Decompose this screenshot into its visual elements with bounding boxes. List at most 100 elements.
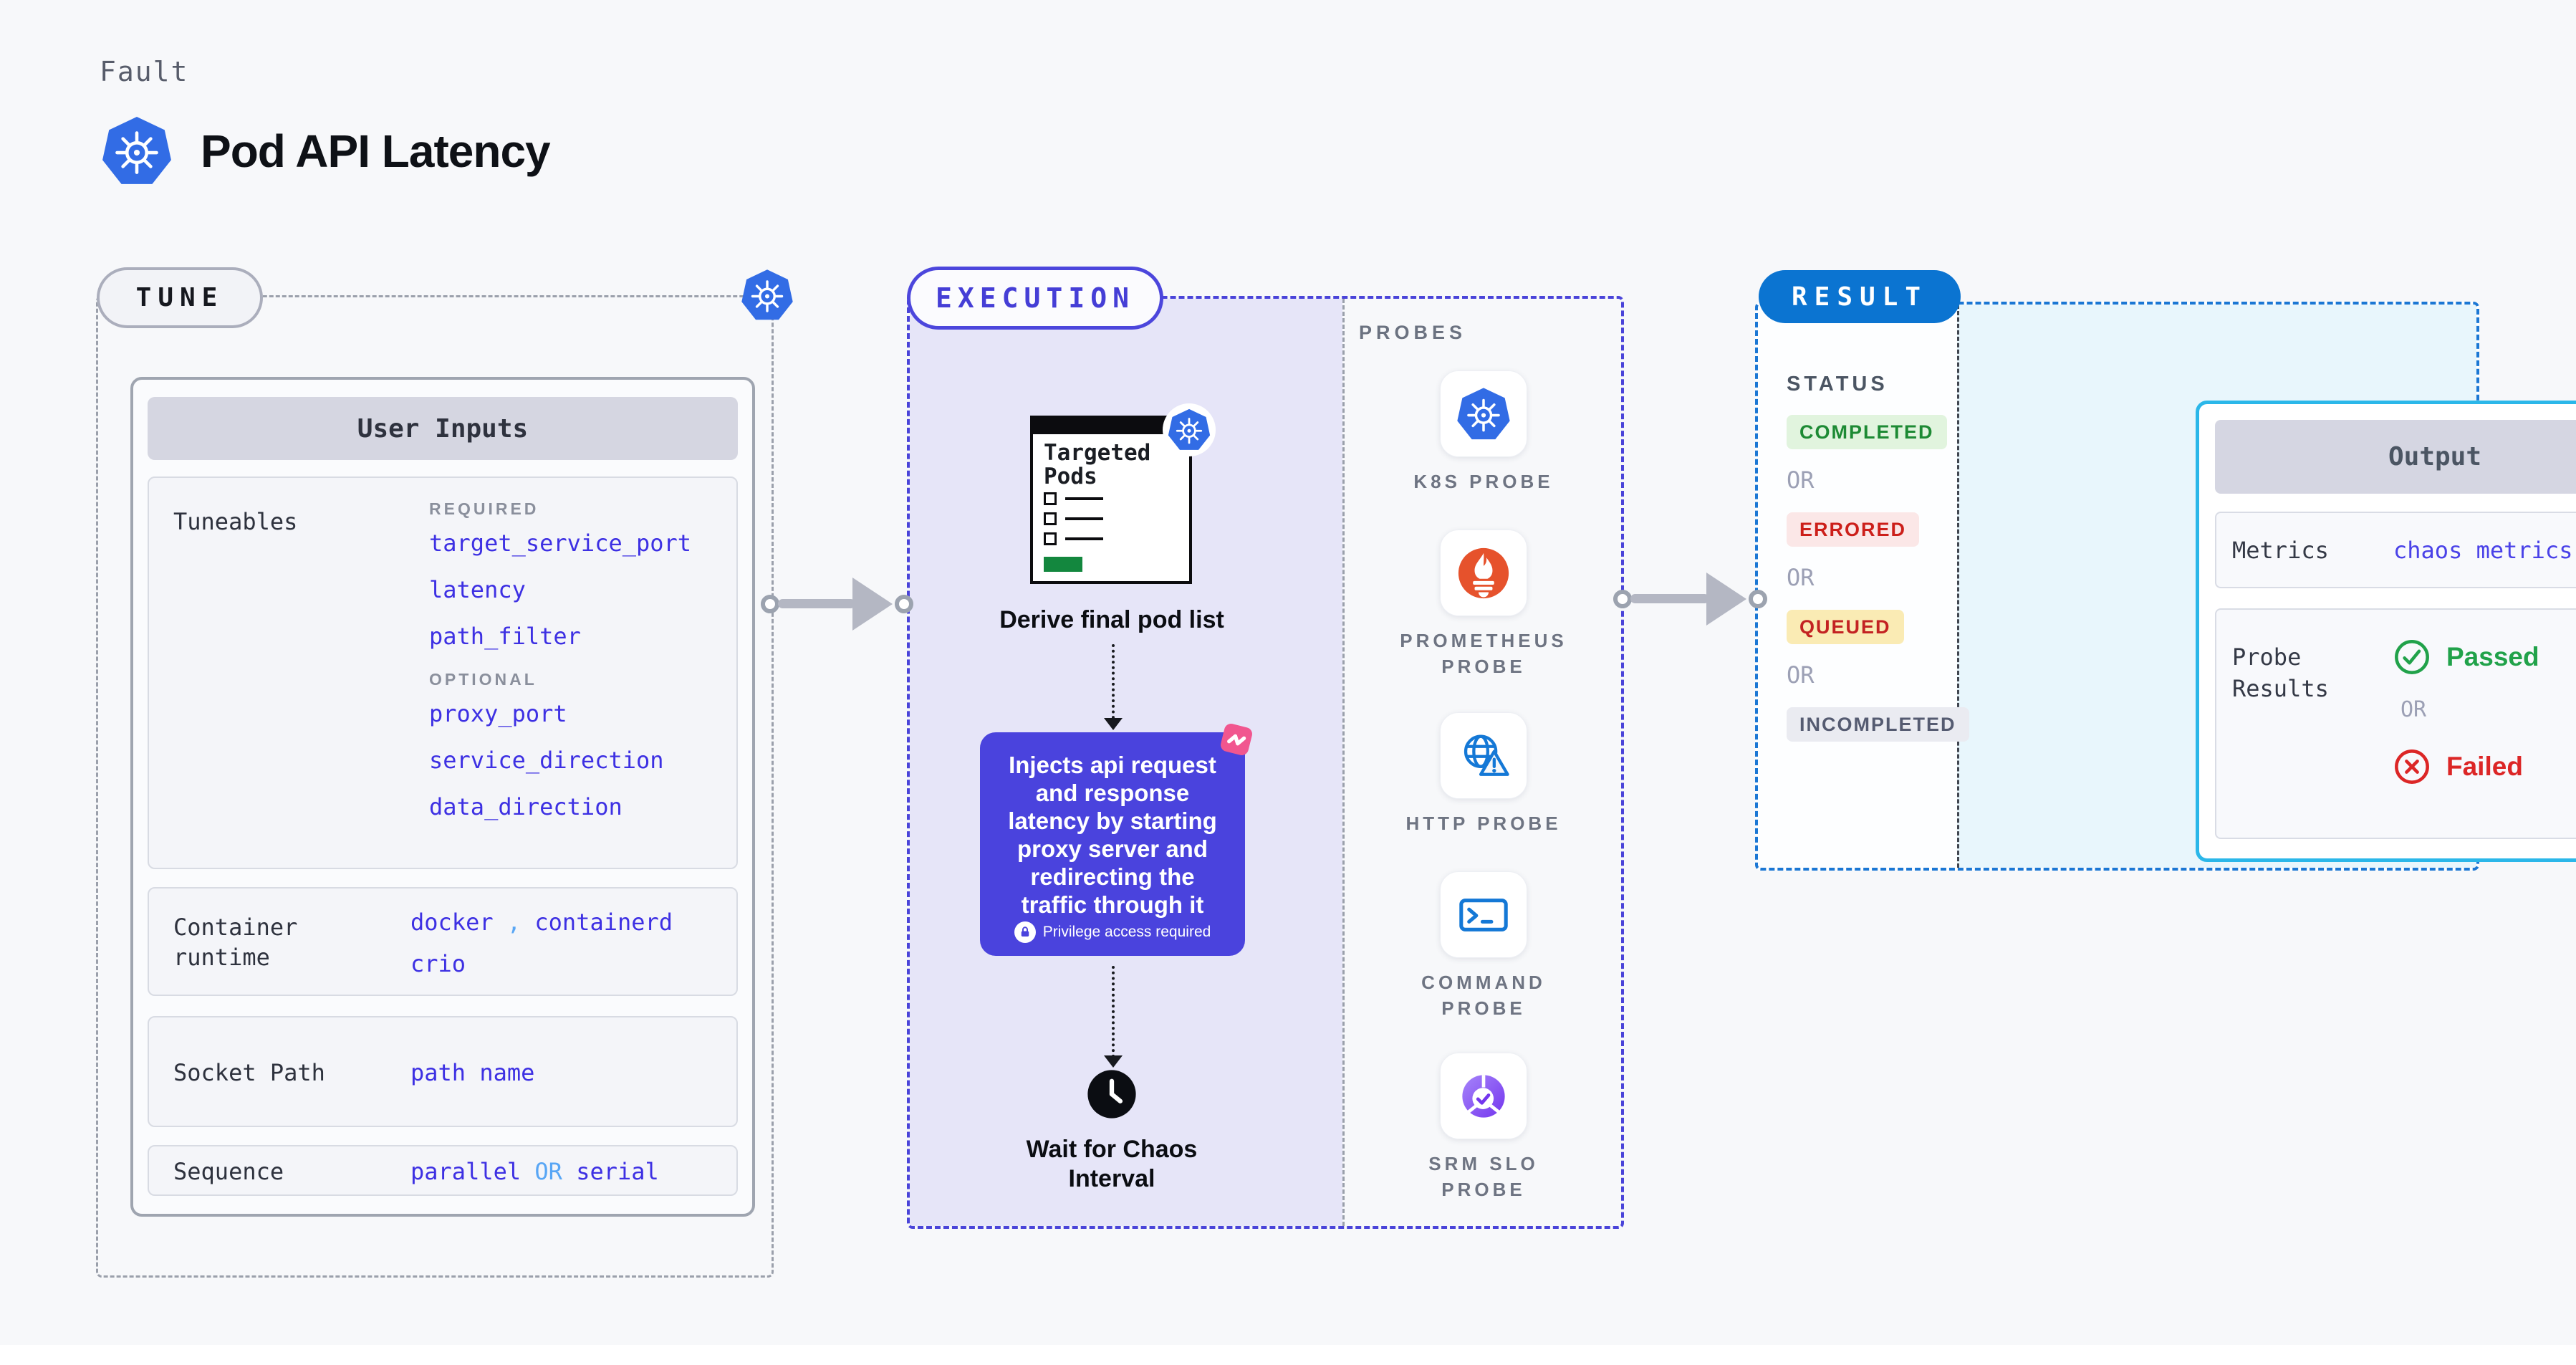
inject-description-text: Injects api request and response latency… — [1008, 752, 1217, 918]
probe-label: COMMAND PROBE — [1421, 972, 1546, 1019]
probe-card — [1440, 370, 1527, 457]
tuneables-label: Tuneables — [173, 508, 298, 535]
metrics-label: Metrics — [2232, 536, 2329, 564]
flow-arrowhead — [1104, 1055, 1123, 1068]
metrics-value: chaos metrics — [2393, 536, 2573, 564]
required-label: REQUIRED — [429, 499, 539, 518]
targeted-pods-title-line2: Pods — [1044, 464, 1097, 489]
probe-results-label: Probe Results — [2232, 643, 2329, 702]
execution-section-badge: EXECUTION — [907, 267, 1163, 330]
list-line — [1065, 497, 1103, 500]
user-inputs-panel: User Inputs Tuneables REQUIRED target_se… — [130, 377, 755, 1217]
probe-card — [1440, 1053, 1527, 1139]
inject-description-card: Injects api request and response latency… — [980, 732, 1245, 956]
tune-to-execution-arrow — [761, 578, 914, 656]
kubernetes-badge — [1163, 403, 1216, 456]
probe-results-row: Probe Results Passed OR Failed — [2215, 608, 2576, 839]
sequence-value: serial — [576, 1158, 659, 1185]
x-circle-icon — [2393, 748, 2431, 785]
or-label: OR — [2400, 697, 2427, 722]
litmus-chaos-icon — [1218, 721, 1255, 758]
tune-section: User Inputs Tuneables REQUIRED target_se… — [96, 295, 774, 1278]
connector-dot — [1749, 590, 1767, 608]
probes-panel: PROBES K8S PROBE PROMETHEUS PROBE HTTP P… — [1342, 299, 1621, 1226]
sequence-value: parallel — [410, 1158, 522, 1185]
status-badge-incompleted: INCOMPLETED — [1787, 707, 1969, 742]
optional-label: OPTIONAL — [429, 670, 537, 689]
card-title-bar — [1033, 418, 1189, 434]
or-label: OR — [1787, 661, 1815, 689]
lock-icon — [1019, 926, 1032, 939]
bottom-margin — [0, 1345, 2576, 1365]
privilege-note-text: Privilege access required — [1042, 924, 1211, 940]
probes-title: PROBES — [1359, 322, 1467, 343]
result-section: Output Metrics chaos metrics Probe Resul… — [1755, 302, 2576, 871]
flow-connector — [1112, 966, 1115, 1058]
probe-item: SRM SLO PROBE — [1355, 1053, 1613, 1202]
list-line — [1065, 537, 1103, 540]
probe-card — [1440, 871, 1527, 958]
arrow-head — [852, 578, 893, 631]
status-badge-queued: QUEUED — [1787, 610, 1904, 644]
socket-path-value: path name — [410, 1059, 535, 1086]
metrics-row: Metrics chaos metrics — [2215, 512, 2576, 588]
result-section-badge: RESULT — [1759, 270, 1961, 323]
checkbox-icon — [1044, 532, 1057, 545]
pod-checklist — [1044, 489, 1103, 549]
probe-card — [1440, 530, 1527, 616]
terminal-icon — [1456, 887, 1512, 943]
privilege-note: Privilege access required — [980, 921, 1245, 943]
check-circle-icon — [2393, 638, 2431, 676]
prometheus-icon — [1456, 545, 1512, 601]
tuneable-value: latency — [429, 576, 526, 603]
tuneable-value: target_service_port — [429, 530, 692, 557]
tuneables-row: Tuneables REQUIRED target_service_port l… — [148, 476, 738, 869]
tuneables-values: REQUIRED target_service_port latency pat… — [429, 499, 691, 830]
status-badge-completed: COMPLETED — [1787, 415, 1947, 449]
probe-label: K8S PROBE — [1413, 471, 1554, 492]
connector-dot — [1613, 590, 1632, 608]
targeted-pods-title-line1: Targeted — [1044, 440, 1151, 466]
output-title: Output — [2215, 420, 2576, 494]
or-label: OR — [1787, 564, 1815, 591]
targeted-pods-card: Targeted Pods — [1030, 403, 1216, 584]
list-line — [1065, 517, 1103, 520]
probe-card — [1440, 712, 1527, 799]
sequence-or: OR — [534, 1158, 562, 1185]
runtime-value: crio — [410, 950, 466, 977]
probe-result-failed: Failed — [2393, 748, 2539, 785]
wait-label-line2: Interval — [1068, 1165, 1155, 1192]
arrow-line — [778, 599, 855, 608]
status-badge-errored: ERRORED — [1787, 512, 1920, 547]
container-runtime-values: docker , containerd crio — [410, 901, 673, 985]
probe-item: COMMAND PROBE — [1355, 871, 1613, 1021]
page-header: Pod API Latency — [100, 115, 551, 188]
derive-pod-list-label: Derive final pod list — [999, 606, 1224, 633]
probe-label: SRM SLO PROBE — [1428, 1153, 1539, 1200]
kubernetes-icon — [740, 268, 794, 322]
connector-dot — [761, 595, 779, 613]
probe-result-passed: Passed — [2393, 638, 2539, 676]
progress-bar — [1044, 557, 1082, 572]
tuneable-value: data_direction — [429, 793, 623, 820]
tuneable-value: path_filter — [429, 623, 581, 650]
tuneable-value: service_direction — [429, 747, 664, 774]
probe-label: PROMETHEUS PROBE — [1400, 630, 1567, 677]
status-title: STATUS — [1787, 373, 1888, 396]
user-inputs-title: User Inputs — [148, 397, 738, 460]
runtime-value: docker — [410, 909, 494, 936]
sequence-label: Sequence — [173, 1158, 284, 1185]
sequence-row: Sequence parallel OR serial — [148, 1145, 738, 1196]
status-column: STATUS COMPLETED OR ERRORED OR QUEUED OR… — [1787, 305, 1969, 742]
arrow-line — [1630, 594, 1709, 603]
execution-to-result-arrow — [1613, 573, 1768, 651]
failed-label: Failed — [2446, 752, 2523, 781]
result-output-area: Output Metrics chaos metrics Probe Resul… — [1957, 305, 2576, 868]
runtime-value: containerd — [534, 909, 673, 936]
http-globe-warning-icon — [1456, 728, 1512, 784]
container-runtime-label: Container runtime — [173, 914, 298, 971]
kubernetes-icon — [100, 115, 173, 188]
connector-dot — [895, 595, 913, 613]
kubernetes-icon — [1167, 408, 1211, 452]
